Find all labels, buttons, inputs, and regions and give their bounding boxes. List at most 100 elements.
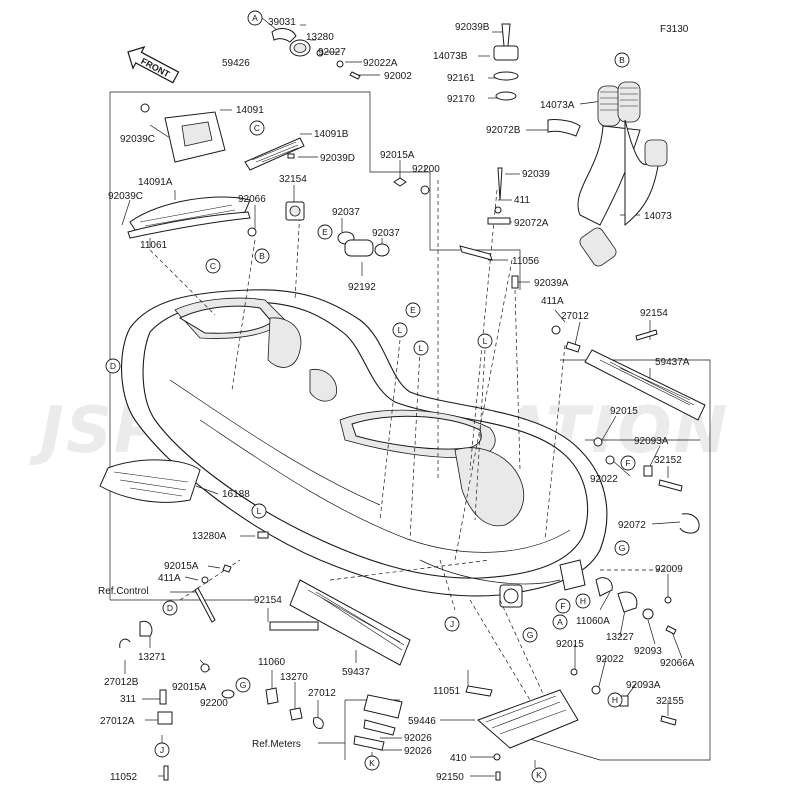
label-59437A: 59437A (655, 357, 690, 368)
label-92039C-upper: 92039C (120, 134, 155, 145)
label-92072B: 92072B (486, 125, 521, 136)
label-92039C-lower: 92039C (108, 191, 143, 202)
label-92170: 92170 (447, 94, 475, 105)
label-92022A: 92022A (363, 58, 398, 69)
label-92161: 92161 (447, 73, 475, 84)
svg-text:C: C (254, 123, 260, 133)
svg-text:L: L (398, 325, 403, 335)
callout-a-bottom: A (552, 614, 568, 630)
label-411: 411 (514, 195, 530, 206)
label-11056: 11056 (512, 256, 540, 267)
frame-59426-top (110, 91, 521, 290)
svg-text:L: L (419, 343, 424, 353)
svg-text:L: L (257, 506, 262, 516)
callout-j-left: J (154, 742, 170, 758)
label-14091B: 14091B (314, 129, 349, 140)
callout-a-top: A (247, 10, 263, 26)
label-92093A-r1: 92093A (634, 436, 669, 447)
label-92039D: 92039D (320, 153, 355, 164)
label-92037-right: 92037 (372, 228, 400, 239)
label-14073A: 14073A (540, 100, 575, 111)
callout-e-hull: E (405, 302, 421, 318)
label-11060: 11060 (258, 657, 286, 668)
callout-h-right: H (607, 692, 623, 708)
svg-text:D: D (110, 361, 116, 371)
label-27012-bottom: 27012 (308, 688, 336, 699)
svg-text:G: G (240, 680, 247, 690)
callout-c-upper: C (249, 120, 265, 136)
svg-text:J: J (450, 619, 454, 629)
label-92200-top: 92200 (412, 164, 440, 175)
callout-d-left: D (162, 600, 178, 616)
label-16188: 16188 (222, 489, 250, 500)
svg-text:H: H (580, 596, 586, 606)
callout-l-d: L (251, 503, 267, 519)
svg-text:A: A (557, 617, 563, 627)
label-92015A-bottom: 92015A (172, 682, 207, 693)
callout-markers: A A B B C C D D E E F F G G G H H J J K … (105, 10, 636, 783)
svg-text:A: A (252, 13, 258, 23)
label-14091A: 14091A (138, 177, 173, 188)
label-32152: 32152 (654, 455, 682, 466)
label-92039B: 92039B (455, 22, 490, 33)
label-92037-left: 92037 (332, 207, 360, 218)
hull-deck (120, 289, 608, 608)
label-92027: 92027 (318, 47, 346, 58)
label-13280A: 13280A (192, 531, 227, 542)
label-92026-lower: 92026 (404, 746, 432, 757)
svg-text:G: G (527, 630, 534, 640)
callout-d-hull: D (105, 358, 121, 374)
label-92022-r1: 92022 (590, 474, 618, 485)
label-92015A-left: 92015A (164, 561, 199, 572)
label-92154-left: 92154 (254, 595, 282, 606)
label-92093: 92093 (634, 646, 662, 657)
label-ref-control: Ref.Control (98, 586, 149, 597)
svg-text:H: H (612, 695, 618, 705)
label-92015A-top: 92015A (380, 150, 415, 161)
label-13227: 13227 (606, 632, 634, 643)
label-92066: 92066 (238, 194, 266, 205)
label-92002: 92002 (384, 71, 412, 82)
label-27012B: 27012B (104, 677, 139, 688)
label-13270: 13270 (280, 672, 308, 683)
callout-f-bottom: F (555, 598, 571, 614)
leader-lines (121, 17, 683, 777)
label-13280: 13280 (306, 32, 334, 43)
callout-e-left: E (317, 224, 333, 240)
svg-text:K: K (369, 758, 375, 768)
callout-c-lower: C (205, 258, 221, 274)
svg-text:K: K (536, 770, 542, 780)
dashed-guides (149, 180, 665, 721)
label-92072: 92072 (618, 520, 646, 531)
label-92093A-r2: 92093A (626, 680, 661, 691)
label-92015-r2: 92015 (556, 639, 584, 650)
label-92039A: 92039A (534, 278, 569, 289)
svg-text:C: C (210, 261, 216, 271)
label-39031: 39031 (268, 17, 296, 28)
label-92200-bottom: 92200 (200, 698, 228, 709)
callout-l-c: L (477, 333, 493, 349)
label-311: 311 (120, 694, 136, 705)
svg-text:G: G (619, 543, 626, 553)
figure-code: F3130 (660, 24, 689, 35)
callout-j-hull: J (444, 616, 460, 632)
label-92072A: 92072A (514, 218, 549, 229)
callout-k-meters: K (364, 755, 380, 771)
svg-text:F: F (560, 601, 565, 611)
label-59426: 59426 (222, 58, 250, 69)
svg-text:B: B (619, 55, 625, 65)
label-92154-right: 92154 (640, 308, 668, 319)
callout-g-right: G (614, 540, 630, 556)
callout-l-b: L (413, 340, 429, 356)
parts-drawings (99, 23, 706, 781)
label-27012A: 27012A (100, 716, 135, 727)
svg-text:E: E (410, 305, 416, 315)
label-92026-upper: 92026 (404, 733, 432, 744)
label-11061: 11061 (140, 240, 168, 251)
label-411A: 411A (541, 296, 564, 307)
label-14091: 14091 (236, 105, 264, 116)
svg-text:E: E (322, 227, 328, 237)
label-14073: 14073 (644, 211, 672, 222)
label-410: 410 (450, 753, 467, 764)
svg-text:B: B (259, 251, 265, 261)
